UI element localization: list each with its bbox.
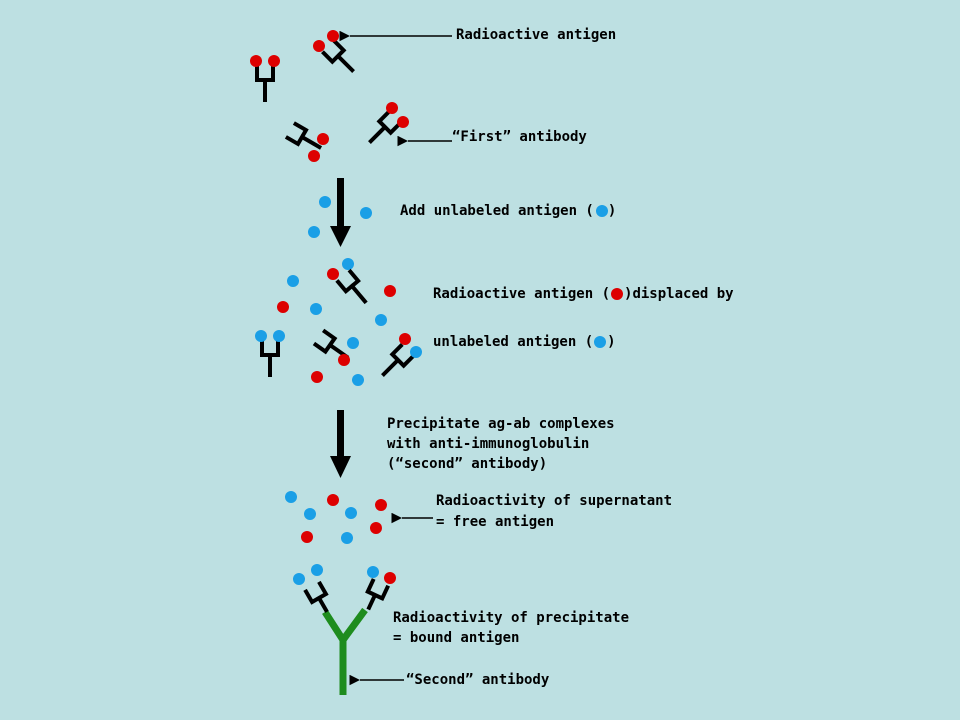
unlabeled-antigen-dot (341, 532, 353, 544)
unlabeled-antigen-dot (367, 566, 379, 578)
label-first-antibody: “First” antibody (452, 129, 587, 145)
unlabeled-antigen-dot (319, 196, 331, 208)
label-supernatant-line1: Radioactivity of supernatant (436, 493, 672, 509)
unlabeled-antigen-dot (311, 564, 323, 576)
label-precipitate-line2: with anti-immunoglobulin (387, 436, 589, 452)
unlabeled-antigen-dot (375, 314, 387, 326)
radioactive-antigen-dot (277, 301, 289, 313)
radioactive-antigen-legend-dot (611, 288, 623, 300)
antibody-bound-left (303, 580, 329, 613)
step-arrow-down (330, 178, 351, 247)
radioactive-antigen-dot (370, 522, 382, 534)
radioactive-antigen-dot (250, 55, 262, 67)
radioactive-antigen-dot (313, 40, 325, 52)
label-second-antibody: “Second” antibody (406, 672, 550, 688)
unlabeled-antigen-dot (345, 507, 357, 519)
radioactive-antigen-dot (384, 572, 396, 584)
unlabeled-antigen-dot (347, 337, 359, 349)
antibody-tilted-top (321, 39, 355, 73)
antibody-tilted-mid-left (284, 121, 323, 150)
radioactive-antigen-dot (327, 30, 339, 42)
unlabeled-antigen-dot (310, 303, 322, 315)
label-radioactive-antigen: Radioactive antigen (456, 27, 616, 43)
unlabeled-antigen-dot (293, 573, 305, 585)
unlabeled-antigen-dot (352, 374, 364, 386)
radioactive-antigen-dot (399, 333, 411, 345)
label-precipitate-radio-line2: = bound antigen (393, 630, 519, 646)
antibody-upright-top-left (255, 66, 275, 102)
unlabeled-antigen-dot (287, 275, 299, 287)
label-unlabeled-antigen: unlabeled antigen () (433, 334, 616, 350)
unlabeled-antigen-dot (360, 207, 372, 219)
antibody-tilted-right (381, 343, 415, 377)
unlabeled-antigen-legend-dot (596, 205, 608, 217)
antibody-bound-right (365, 578, 390, 611)
unlabeled-antigen-dot (255, 330, 267, 342)
unlabeled-antigen-dot (285, 491, 297, 503)
radioactive-antigen-dot (384, 285, 396, 297)
unlabeled-antigen-legend-dot (594, 336, 606, 348)
label-precipitate-line1: Precipitate ag-ab complexes (387, 416, 615, 432)
radioactive-antigen-dot (301, 531, 313, 543)
unlabeled-antigen-dot (308, 226, 320, 238)
radioactive-antigen-dot (327, 268, 339, 280)
radioactive-antigen-dot (397, 116, 409, 128)
radioactive-antigen-dot (268, 55, 280, 67)
radioactive-antigen-dot (327, 494, 339, 506)
antibody-tilted (335, 268, 368, 305)
unlabeled-antigen-dot (273, 330, 285, 342)
label-precipitate-line3: (“second” antibody) (387, 456, 547, 472)
label-displaced: Radioactive antigen ()displaced by (433, 286, 734, 302)
antibody-tilted-mid-right (368, 110, 402, 144)
label-add-unlabeled: Add unlabeled antigen () (400, 203, 616, 219)
label-precipitate-radio-line1: Radioactivity of precipitate (393, 610, 629, 626)
radioactive-antigen-dot (317, 133, 329, 145)
unlabeled-antigen-dot (410, 346, 422, 358)
radioactive-antigen-dot (375, 499, 387, 511)
unlabeled-antigen-dot (342, 258, 354, 270)
radioactive-antigen-dot (308, 150, 320, 162)
label-supernatant-line2: = free antigen (436, 514, 554, 530)
radioactive-antigen-dot (311, 371, 323, 383)
antibody-upright-left (260, 341, 280, 377)
radioactive-antigen-dot (386, 102, 398, 114)
unlabeled-antigen-dot (304, 508, 316, 520)
second-antibody (322, 607, 368, 695)
radioactive-antigen-dot (338, 354, 350, 366)
step-arrow-down (330, 410, 351, 478)
